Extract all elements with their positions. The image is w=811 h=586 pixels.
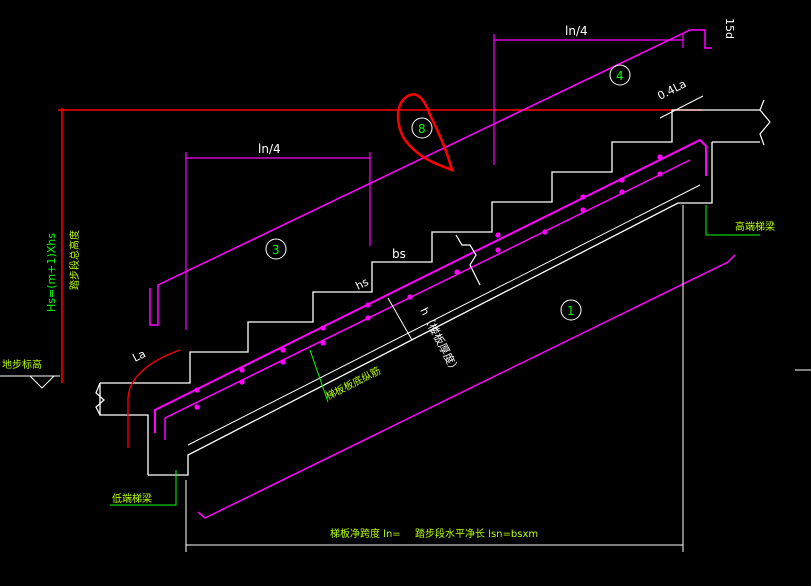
la-bottom-label: La — [130, 347, 147, 364]
high-beam-label: 高端梯梁 — [735, 220, 775, 233]
marker-3-label: 3 — [272, 243, 280, 257]
ln4-mid-label: ln/4 — [258, 142, 281, 156]
ln4-top-label: ln/4 — [565, 24, 588, 38]
la-top-dim — [659, 95, 704, 119]
bs-label: bs — [392, 247, 406, 261]
stair-steps-outline — [100, 109, 760, 384]
break-symbol-mid — [455, 234, 481, 286]
marker-8-label: 8 — [418, 122, 426, 136]
low-beam-label: 低端梯梁 — [112, 492, 152, 505]
break-symbol-left — [95, 382, 105, 416]
stair-slab-bottom — [148, 142, 713, 476]
stair-inner-line — [187, 184, 701, 446]
hs-formula-label: Hs=(m+1)Xhs — [45, 233, 58, 312]
h-thickness-line — [387, 297, 413, 341]
marker-4-label: 4 — [616, 69, 624, 83]
top-bar-3-4 — [149, 29, 712, 326]
step-height-note: 踏步段总高度 — [68, 230, 81, 290]
bottom-note-b: 踏步段水平净长 lsn=bsxm — [415, 527, 538, 540]
la-top-label: 0.4La — [655, 77, 688, 102]
low-beam-leader — [110, 470, 177, 506]
d15-label: 15d — [723, 18, 736, 39]
la-hook-curve — [127, 349, 181, 448]
bottom-bar-1 — [197, 254, 736, 519]
bottom-note-a: 梯板净跨度 ln= — [330, 527, 401, 540]
marker-4-circle — [609, 64, 631, 86]
marker-1-label: 1 — [567, 304, 575, 318]
red-annotation-stroke — [396, 93, 454, 173]
rebar-dots — [194, 154, 663, 410]
h-thickness-label: h（楼板厚度） — [417, 305, 463, 376]
slab-top-rebar — [164, 159, 691, 440]
hs-label: hs — [353, 275, 370, 292]
marker-1-circle — [560, 299, 582, 321]
slab-bottom-leader — [309, 349, 329, 403]
marker-3-circle — [265, 238, 287, 260]
floor-level-triangle — [28, 375, 56, 389]
high-beam-leader — [705, 205, 760, 236]
slab-bottom-rebar — [154, 138, 707, 433]
low-beam-outline — [99, 383, 149, 475]
break-symbol-right — [759, 99, 771, 146]
marker-8-circle — [411, 117, 433, 139]
floor-level-label: 地步标高 — [2, 358, 42, 371]
